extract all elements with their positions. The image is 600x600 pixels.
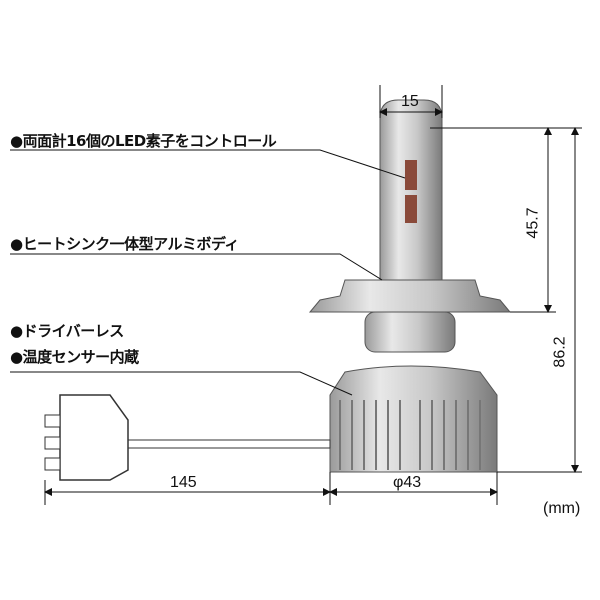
feature-temp-sensor: ●温度センサー内蔵 [10,348,139,366]
dim-led-height: 45.7 [524,207,542,239]
heatsink-fins [339,400,481,470]
dim-diameter: φ43 [393,474,422,491]
feature-heatsink-body: ●ヒートシンク一体型アルミボディ [10,235,239,253]
dim-cable-length: 145 [170,474,197,491]
cable [127,439,331,449]
led-chip [405,160,417,190]
neck [364,311,456,353]
feature-led-control: ●両面計16個のLED素子をコントロール [10,132,277,150]
dim-top-width: 15 [401,93,419,110]
heatsink [329,365,498,473]
flange [308,279,512,313]
dim-total-height: 86.2 [551,336,569,368]
led-chip [405,195,417,223]
connector [59,394,129,481]
feature-driverless: ●ドライバーレス [10,322,124,340]
dim-unit: (mm) [543,500,581,517]
